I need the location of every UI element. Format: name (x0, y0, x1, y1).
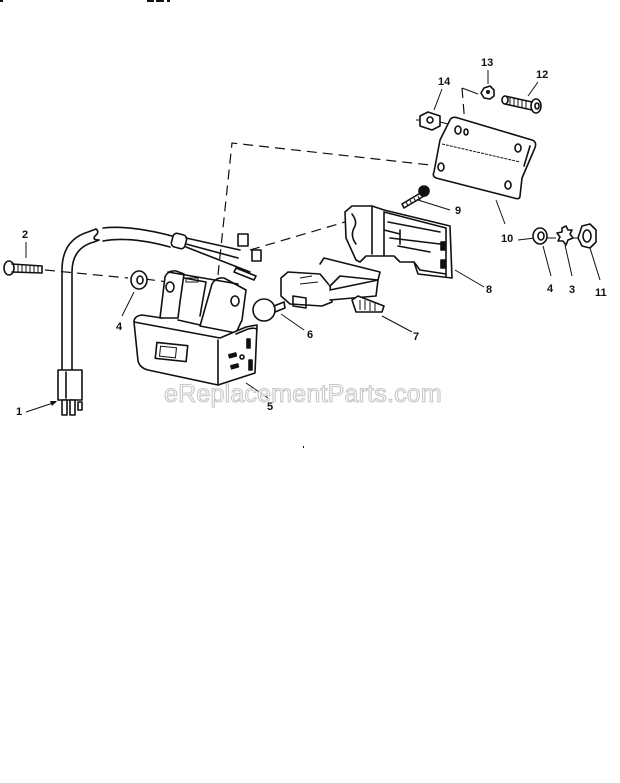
svg-text:10: 10 (501, 233, 513, 245)
screw-2 (3, 260, 43, 276)
callout-4-left: 4 (116, 291, 135, 333)
svg-text:9: 9 (455, 205, 461, 217)
callout-10: 10 (495, 199, 513, 245)
mounting-plate-10 (432, 116, 537, 200)
svg-text:4: 4 (116, 321, 123, 333)
svg-text:7: 7 (413, 331, 419, 343)
assembly-lines (44, 87, 582, 283)
svg-text:11: 11 (595, 287, 607, 299)
washer-4-left (130, 270, 148, 290)
callout-14: 14 (433, 76, 451, 111)
svg-text:14: 14 (438, 76, 451, 88)
screw-9 (401, 185, 430, 209)
knob-6 (252, 298, 286, 322)
lock-washer-3 (556, 225, 574, 246)
callout-1: 1 (16, 401, 57, 418)
callout-2: 2 (22, 229, 28, 258)
svg-text:6: 6 (307, 329, 313, 341)
cropped-header-fragment (0, 0, 170, 2)
nut-11 (577, 223, 597, 249)
callout-9: 9 (417, 199, 461, 217)
washer-4-right (532, 227, 548, 245)
svg-text:8: 8 (486, 284, 492, 296)
callout-12: 12 (527, 69, 548, 97)
callout-11: 11 (589, 247, 607, 299)
callout-7: 7 (381, 315, 419, 343)
switch-7 (280, 257, 385, 313)
svg-text:4: 4 (547, 283, 554, 295)
svg-text:13: 13 (481, 57, 493, 69)
switch-housing-5 (133, 270, 258, 386)
callout-4-right: 4 (542, 245, 554, 295)
callout-13: 13 (481, 57, 493, 84)
watermark: eReplacementParts.com (164, 380, 442, 408)
callout-5: 5 (245, 382, 273, 413)
svg-text:1: 1 (16, 406, 22, 418)
stray-mark (303, 446, 304, 448)
callout-8: 8 (454, 269, 492, 296)
screw-12 (501, 95, 542, 114)
bracket-8 (344, 205, 453, 279)
svg-text:12: 12 (536, 69, 548, 81)
nut-14 (416, 111, 449, 131)
callout-3: 3 (564, 244, 575, 296)
svg-text:5: 5 (267, 401, 273, 413)
svg-text:3: 3 (569, 284, 575, 296)
svg-text:2: 2 (22, 229, 28, 241)
callout-6: 6 (280, 313, 313, 341)
power-cord (57, 226, 262, 416)
lock-washer-13 (480, 85, 495, 100)
